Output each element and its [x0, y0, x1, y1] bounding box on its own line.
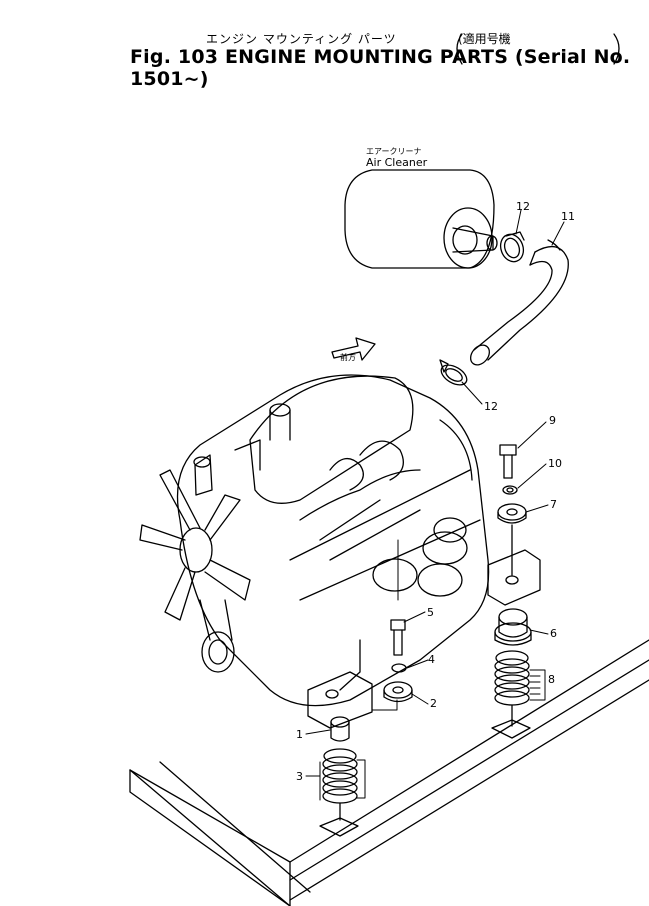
callout-4: 4 [428, 653, 435, 666]
cushion-2 [383, 681, 413, 703]
rear-bracket [487, 549, 541, 606]
bolt-9 [499, 444, 517, 479]
front-arrow [331, 337, 376, 361]
front-bracket [307, 639, 373, 729]
cushion-6 [494, 608, 532, 646]
base-frame [129, 639, 649, 906]
callout-8: 8 [548, 673, 555, 686]
spacer-1 [330, 716, 350, 742]
engine-block [176, 374, 490, 707]
callout-9: 9 [549, 414, 556, 427]
crank-pulley [199, 599, 235, 673]
clamp-12-bottom [439, 359, 468, 386]
title-paren-left [456, 33, 463, 65]
spring-stack-3 [319, 748, 359, 837]
muffler [249, 375, 414, 504]
air-cleaner-label-jp: エアークリーナ [366, 147, 422, 156]
callout-3: 3 [296, 770, 303, 783]
leader-lines [305, 209, 565, 801]
front-arrow-text: 前方 [340, 352, 356, 362]
title-japanese-serial: (適用号機 [458, 32, 511, 46]
callout-1: 1 [296, 728, 303, 741]
air-cleaner-label: Air Cleaner [366, 156, 428, 169]
title-paren-right [613, 33, 620, 65]
callout-10: 10 [548, 457, 562, 470]
spring-stack-8 [491, 650, 531, 739]
washer-4 [391, 663, 407, 673]
callout-11: 11 [561, 210, 575, 223]
callout-12-bottom: 12 [484, 400, 498, 413]
washer-10 [502, 485, 518, 495]
callout-5: 5 [427, 606, 434, 619]
cooling-fan [139, 469, 251, 621]
callout-7: 7 [550, 498, 557, 511]
cushion-7 [497, 503, 527, 524]
clamp-12-top [499, 231, 525, 263]
air-cleaner [344, 169, 498, 269]
title-japanese: エンジン マウンティング パーツ [206, 32, 397, 46]
title-english: Fig. 103 ENGINE MOUNTING PARTS (Serial N… [130, 46, 631, 90]
hose-11 [469, 239, 569, 366]
bolt-5 [390, 619, 406, 656]
callout-2: 2 [430, 697, 437, 710]
callout-6: 6 [550, 627, 557, 640]
callout-12-top: 12 [516, 200, 530, 213]
